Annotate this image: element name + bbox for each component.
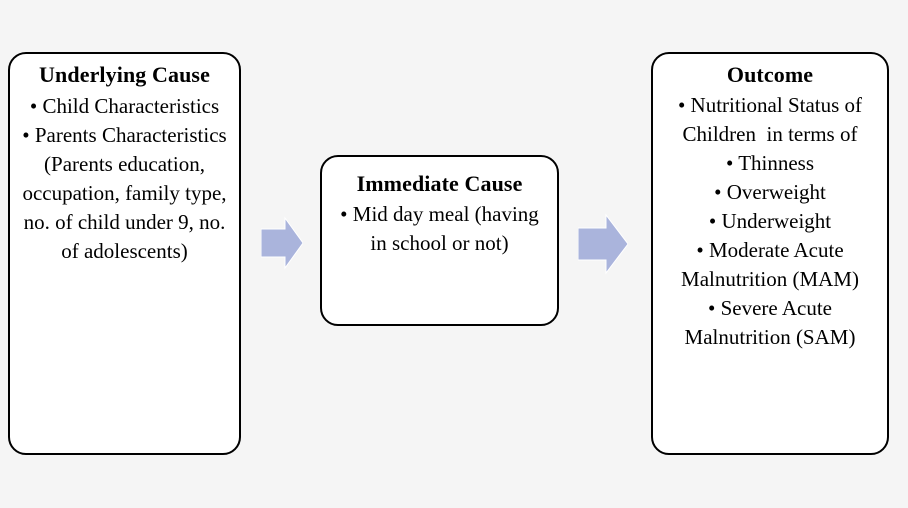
list-item: • Parents Characteristics (Parents educa… xyxy=(22,123,232,263)
box-immediate-cause: Immediate Cause • Mid day meal (having i… xyxy=(320,155,559,326)
list-item: • Overweight xyxy=(714,180,826,204)
box-immediate-cause-title: Immediate Cause xyxy=(356,171,523,196)
box-outcome-list: • Nutritional Status of Children in term… xyxy=(661,91,879,352)
box-underlying-cause: Underlying Cause • Child Characteristics… xyxy=(8,52,241,455)
list-item: • Underweight xyxy=(708,209,832,233)
list-item: • Child Characteristics xyxy=(29,94,220,118)
box-underlying-cause-title: Underlying Cause xyxy=(39,62,210,87)
list-item: • Moderate Acute Malnutrition (MAM) xyxy=(681,238,859,291)
list-item: • Mid day meal (having in school or not) xyxy=(340,202,545,255)
box-immediate-cause-list: • Mid day meal (having in school or not) xyxy=(330,200,549,258)
list-item: • Nutritional Status of Children in term… xyxy=(677,93,868,146)
arrow-right-icon xyxy=(261,216,303,270)
list-item: • Severe Acute Malnutrition (SAM) xyxy=(684,296,856,349)
list-item: • Thinness xyxy=(725,151,815,175)
arrow-right-icon xyxy=(578,213,628,275)
box-underlying-cause-list: • Child Characteristics • Parents Charac… xyxy=(18,92,231,266)
box-outcome: Outcome • Nutritional Status of Children… xyxy=(651,52,889,455)
box-outcome-title: Outcome xyxy=(726,62,814,87)
